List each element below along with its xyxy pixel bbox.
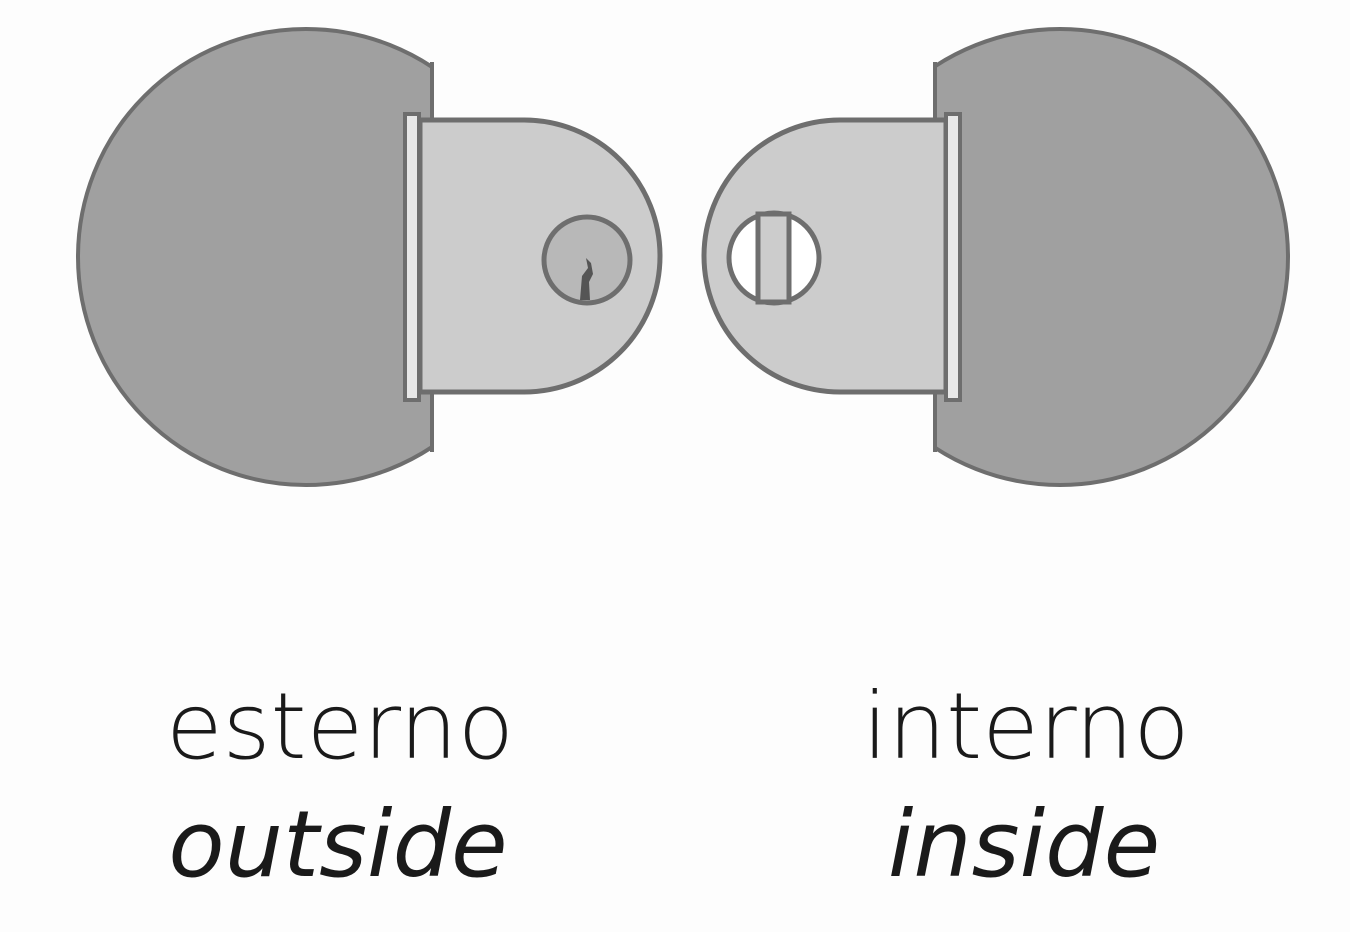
inside-plate	[701, 112, 962, 402]
outside-plate	[403, 112, 663, 402]
inside-label-english: inside	[888, 791, 1160, 898]
thumb-turn-icon	[726, 210, 822, 306]
outside-label-italian: esterno	[166, 673, 514, 780]
keyed-cylinder-icon	[541, 214, 633, 306]
outside-label-english: outside	[168, 791, 507, 898]
inside-label-italian: interno	[862, 673, 1189, 780]
